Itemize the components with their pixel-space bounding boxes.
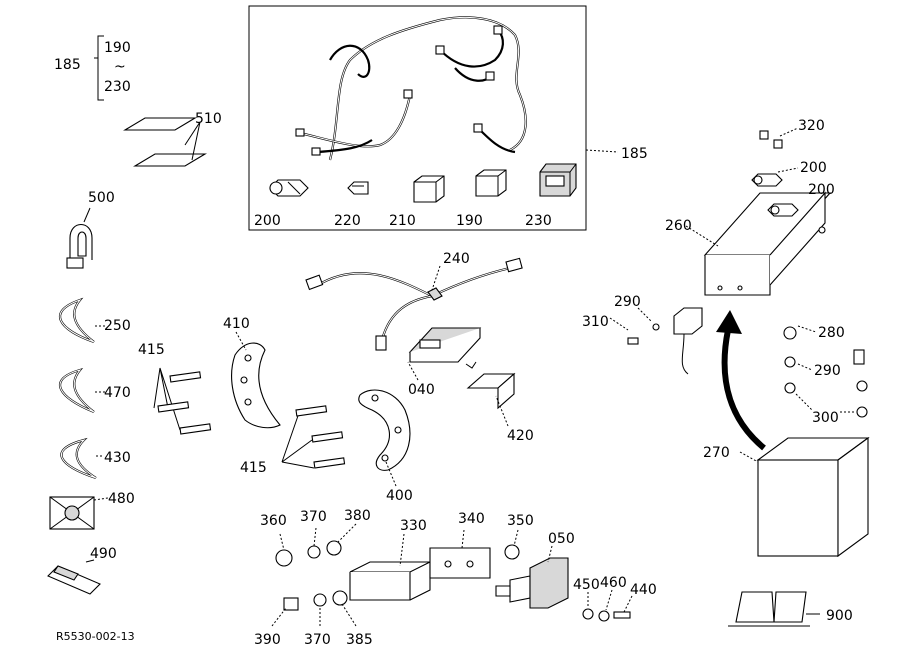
label-360: 360 — [260, 513, 287, 529]
label-420: 420 — [507, 428, 534, 444]
bolts-415b — [281, 405, 346, 469]
kit-part-230 — [539, 163, 577, 197]
label-050: 050 — [548, 531, 575, 547]
label-300: 300 — [812, 410, 839, 426]
kit-label-230: 230 — [525, 213, 552, 229]
label-040: 040 — [408, 382, 435, 398]
bracket-330 — [349, 561, 431, 601]
label-460: 460 — [600, 575, 627, 591]
kit-part-220 — [347, 181, 369, 195]
relay-290 — [627, 307, 703, 375]
label-510: 510 — [195, 111, 222, 127]
label-390: 390 — [254, 632, 281, 648]
label-490: 490 — [90, 546, 117, 562]
harness-240 — [305, 257, 523, 351]
label-330: 330 — [400, 518, 427, 534]
label-185-left: 185 — [54, 57, 81, 73]
label-290-right: 290 — [814, 363, 841, 379]
figure-code: R5530-002-13 — [56, 630, 135, 643]
kit-label-220: 220 — [334, 213, 361, 229]
bracket-340 — [429, 547, 491, 579]
part-200a — [751, 173, 783, 187]
part-200b — [767, 203, 799, 217]
label-385: 385 — [346, 632, 373, 648]
label-900: 900 — [826, 608, 853, 624]
label-440: 440 — [630, 582, 657, 598]
label-415-bottom: 415 — [240, 460, 267, 476]
label-230-top: 230 — [104, 79, 131, 95]
label-tilde: ~ — [114, 59, 126, 75]
kit-part-190 — [475, 169, 507, 197]
label-410: 410 — [223, 316, 250, 332]
leader-lines — [235, 127, 856, 627]
label-260: 260 — [665, 218, 692, 234]
kit-box — [248, 5, 587, 231]
kit-label-200: 200 — [254, 213, 281, 229]
label-200-upper: 200 — [800, 160, 827, 176]
kit-part-200 — [269, 179, 309, 197]
hardware-280-300 — [783, 326, 868, 418]
label-250: 250 — [104, 318, 131, 334]
part-470 — [58, 367, 105, 414]
bracket-185 — [94, 35, 104, 101]
bolts-415a — [153, 367, 212, 435]
bracket-260 — [703, 191, 832, 296]
part-430 — [60, 437, 104, 480]
label-370-top: 370 — [300, 509, 327, 525]
label-270: 270 — [703, 445, 730, 461]
label-400: 400 — [386, 488, 413, 504]
label-500: 500 — [88, 190, 115, 206]
kit-label-190: 190 — [456, 213, 483, 229]
label-470: 470 — [104, 385, 131, 401]
part-480 — [49, 496, 109, 530]
part-490 — [47, 559, 101, 595]
bracket-400 — [358, 389, 411, 471]
label-450: 450 — [573, 577, 600, 593]
label-290-left: 290 — [614, 294, 641, 310]
battery-icon — [756, 436, 870, 558]
kit-label-210: 210 — [389, 213, 416, 229]
label-370-bottom: 370 — [304, 632, 331, 648]
label-280: 280 — [818, 325, 845, 341]
wire-harness-icon — [295, 16, 527, 161]
label-185-right: 185 — [621, 146, 648, 162]
washers-nuts — [275, 540, 631, 622]
label-240: 240 — [443, 251, 470, 267]
label-310: 310 — [582, 314, 609, 330]
label-200-lower: 200 — [808, 182, 835, 198]
label-340: 340 — [458, 511, 485, 527]
kit-part-210 — [413, 175, 445, 203]
label-415-top: 415 — [138, 342, 165, 358]
label-190-top: 190 — [104, 40, 131, 56]
part-500 — [66, 207, 93, 269]
label-320: 320 — [798, 118, 825, 134]
label-480: 480 — [108, 491, 135, 507]
part-labels: 185 190 ~ 230 510 500 250 470 430 480 49… — [54, 40, 853, 648]
label-350: 350 — [507, 513, 534, 529]
part-250 — [58, 297, 105, 344]
label-430: 430 — [104, 450, 131, 466]
manual-book-icon — [728, 591, 820, 627]
plate-420 — [465, 361, 516, 410]
curved-arrow-icon — [716, 310, 766, 451]
bracket-410 — [231, 342, 281, 429]
switch-040 — [408, 327, 482, 363]
part-320 — [759, 130, 783, 149]
label-380: 380 — [344, 508, 371, 524]
actuator-050 — [495, 557, 569, 609]
part-510 — [123, 117, 207, 167]
